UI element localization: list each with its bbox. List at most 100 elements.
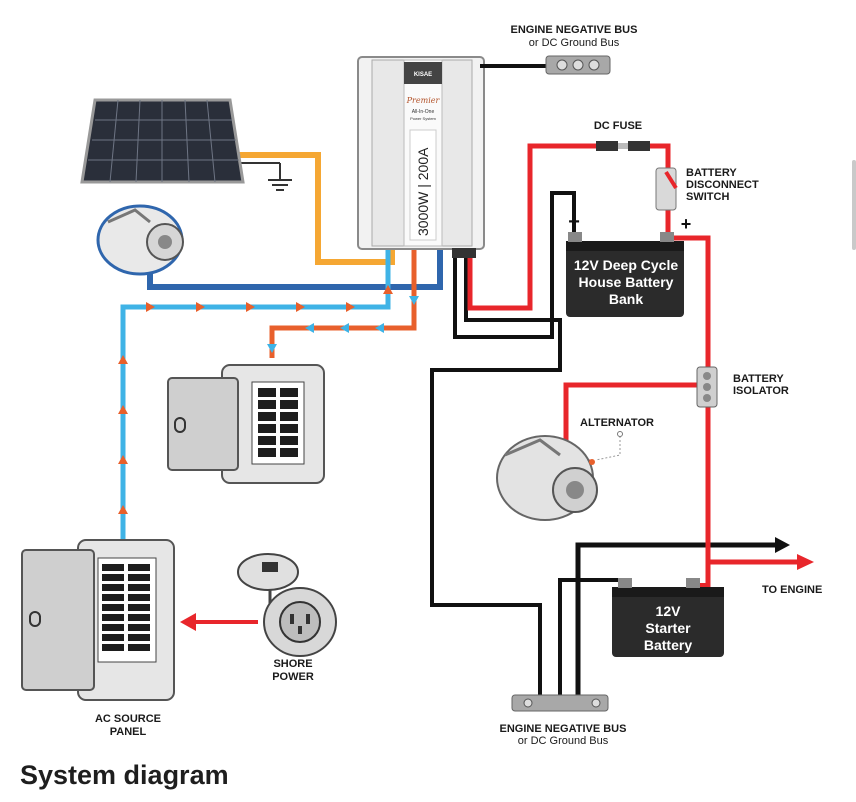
breaker-switch <box>102 614 124 621</box>
flow-arrow <box>296 302 305 312</box>
breaker-switch <box>128 584 150 591</box>
pos-wire-fuse <box>650 143 671 170</box>
breaker-switch <box>258 436 276 445</box>
inverter-script: Premier <box>406 96 441 105</box>
flow-arrow <box>118 355 128 364</box>
flow-arrow <box>118 505 128 514</box>
dc-fuse-label: DC FUSE <box>594 120 642 132</box>
starter-battery-line3: Battery <box>644 637 692 653</box>
breaker-switch <box>128 564 150 571</box>
battery-isolator: BATTERY ISOLATOR <box>696 366 789 408</box>
shore-power-inlet: SHORE POWER <box>237 553 337 683</box>
breaker-switch <box>128 604 150 611</box>
breaker-switch <box>102 594 124 601</box>
ac-in-wire <box>120 248 391 540</box>
engine-neg-bus-bottom-label: ENGINE NEGATIVE BUS <box>500 723 627 735</box>
breaker-switch <box>128 614 150 621</box>
breaker-switch <box>280 400 298 409</box>
flow-arrow <box>305 323 314 333</box>
battery-disconnect-label-1: BATTERY <box>686 167 737 179</box>
to-engine-label: TO ENGINE <box>762 584 822 596</box>
breaker-switch <box>102 644 124 651</box>
breaker-switch <box>102 604 124 611</box>
breaker-switch <box>258 424 276 433</box>
page-title: System diagram <box>20 760 229 790</box>
breaker-switch <box>258 412 276 421</box>
inverter-brand: KISAE <box>414 72 432 78</box>
breaker-switch <box>102 564 124 571</box>
flow-arrow <box>196 302 205 312</box>
ac-flow-arrows <box>118 285 419 514</box>
starter-battery-line2: Starter <box>645 620 691 636</box>
battery-isolator-label-1: BATTERY <box>733 373 784 385</box>
flow-arrow <box>409 296 419 305</box>
inverter-rating: 3000W | 200A <box>415 147 431 236</box>
house-battery-plus: + <box>681 214 692 234</box>
shore-power-label-2: POWER <box>272 671 314 683</box>
house-battery-line3: Bank <box>609 291 643 307</box>
breaker-switch <box>128 634 150 641</box>
breaker-switch <box>280 424 298 433</box>
engine-neg-bus-top-sub: or DC Ground Bus <box>529 37 620 49</box>
flow-arrow <box>118 455 128 464</box>
shore-power-label-1: SHORE <box>273 658 312 670</box>
flow-arrow <box>383 285 393 294</box>
scrollbar[interactable] <box>852 160 856 250</box>
breaker-switch <box>102 624 124 631</box>
engine-negative-bus-bottom: ENGINE NEGATIVE BUS or DC Ground Bus <box>500 694 627 747</box>
flow-arrow <box>267 344 277 353</box>
solar-wire <box>235 152 395 265</box>
starter-battery: 12V Starter Battery <box>612 578 724 657</box>
breaker-switch <box>258 388 276 397</box>
breaker-switch <box>258 448 276 457</box>
inverter-sub2: Power System <box>410 116 436 121</box>
house-battery-line2: House Battery <box>579 274 674 290</box>
breaker-switch <box>128 644 150 651</box>
breaker-switch <box>102 574 124 581</box>
house-battery-minus: − <box>568 211 580 233</box>
breaker-switch <box>258 400 276 409</box>
breaker-switch <box>280 448 298 457</box>
engine-neg-bus-top-label: ENGINE NEGATIVE BUS <box>511 24 638 36</box>
ac-source-label-1: AC SOURCE <box>95 713 161 725</box>
breaker-switch <box>102 634 124 641</box>
pos-wire-inverter <box>467 143 596 311</box>
inverter: KISAE Premier All-In-One Power System 30… <box>357 56 485 258</box>
ac-distribution-panel <box>167 364 325 484</box>
alternator-main: ALTERNATOR <box>496 417 654 521</box>
house-battery: − + 12V Deep Cycle House Battery Bank <box>566 211 691 317</box>
house-battery-line1: 12V Deep Cycle <box>574 257 678 273</box>
starter-battery-line1: 12V <box>656 603 682 619</box>
flow-arrow <box>375 323 384 333</box>
alternator-label: ALTERNATOR <box>580 417 654 429</box>
breaker-switch <box>102 584 124 591</box>
battery-isolator-label-2: ISOLATOR <box>733 385 789 397</box>
flow-arrow <box>146 302 155 312</box>
breaker-switch <box>280 412 298 421</box>
breaker-switch <box>128 594 150 601</box>
dc-fuse: DC FUSE <box>594 120 650 151</box>
black-arrow <box>775 537 790 553</box>
flow-arrow <box>340 323 349 333</box>
engine-neg-bus-bottom-sub: or DC Ground Bus <box>518 735 609 747</box>
pos-wire-house <box>672 235 711 368</box>
flow-arrow <box>346 302 355 312</box>
engine-negative-bus-top: ENGINE NEGATIVE BUS or DC Ground Bus <box>480 24 638 75</box>
battery-disconnect-label-2: DISCONNECT <box>686 179 759 191</box>
inverter-sub1: All-In-One <box>412 109 435 115</box>
to-engine-arrow <box>797 554 814 570</box>
alternator-small <box>96 204 184 276</box>
solar-panel <box>80 98 245 184</box>
neg-wire-inverter <box>453 191 576 339</box>
breaker-switch <box>128 624 150 631</box>
dc-blue-wire <box>147 248 443 290</box>
flow-arrow <box>246 302 255 312</box>
neg-wire-bus <box>430 258 562 700</box>
ac-source-panel: AC SOURCE PANEL <box>21 539 175 738</box>
ground-symbol <box>268 163 292 191</box>
flow-arrow <box>118 405 128 414</box>
ac-source-label-2: PANEL <box>110 726 147 738</box>
breaker-switch <box>280 436 298 445</box>
battery-disconnect-switch: BATTERY DISCONNECT SWITCH <box>655 167 759 211</box>
